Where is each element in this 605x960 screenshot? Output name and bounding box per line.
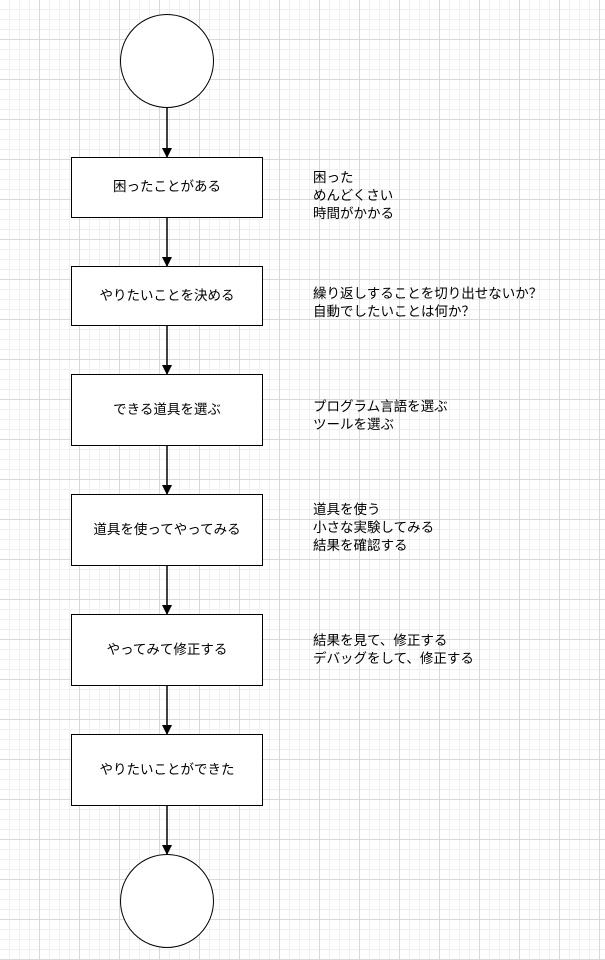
end-terminal[interactable] <box>120 854 214 948</box>
note-line: 自動でしたいことは何か？ <box>313 304 475 320</box>
step-label: 困ったことがある <box>113 179 221 196</box>
note-line: 道具を使う <box>313 502 381 518</box>
note-line: 結果を見て、修正する <box>313 633 448 649</box>
note-choose-tool: プログラム言語を選ぶ ツールを選ぶ <box>313 398 448 434</box>
step-label: 道具を使ってやってみる <box>93 521 241 538</box>
step-label: やってみて修正する <box>106 641 228 658</box>
step-label: できる道具を選ぶ <box>113 401 221 418</box>
step-box-done[interactable]: やりたいことができた <box>71 734 263 806</box>
note-line: 小さな実験してみる <box>313 520 435 536</box>
note-line: 繰り返しすることを切り出せないか？ <box>313 286 543 302</box>
step-box-trouble[interactable]: 困ったことがある <box>71 157 263 218</box>
note-try: 道具を使う 小さな実験してみる 結果を確認する <box>313 501 434 555</box>
step-box-fix[interactable]: やってみて修正する <box>71 614 263 686</box>
note-line: 時間がかかる <box>313 206 394 222</box>
note-line: デバッグをして、修正する <box>313 651 474 667</box>
note-line: ツールを選ぶ <box>313 417 394 433</box>
note-line: めんどくさい <box>313 188 394 204</box>
note-line: 困った <box>313 170 354 186</box>
note-line: 結果を確認する <box>313 538 408 554</box>
note-trouble: 困った めんどくさい 時間がかかる <box>313 169 394 223</box>
step-box-decide[interactable]: やりたいことを決める <box>71 266 263 326</box>
step-label: やりたいことができた <box>99 761 235 778</box>
step-box-try[interactable]: 道具を使ってやってみる <box>71 494 263 566</box>
start-terminal[interactable] <box>120 14 214 108</box>
note-fix: 結果を見て、修正する デバッグをして、修正する <box>313 632 474 668</box>
note-decide: 繰り返しすることを切り出せないか？ 自動でしたいことは何か？ <box>313 285 542 321</box>
step-label: やりたいことを決める <box>99 287 235 304</box>
step-box-choose-tool[interactable]: できる道具を選ぶ <box>71 374 263 446</box>
note-line: プログラム言語を選ぶ <box>313 399 448 415</box>
